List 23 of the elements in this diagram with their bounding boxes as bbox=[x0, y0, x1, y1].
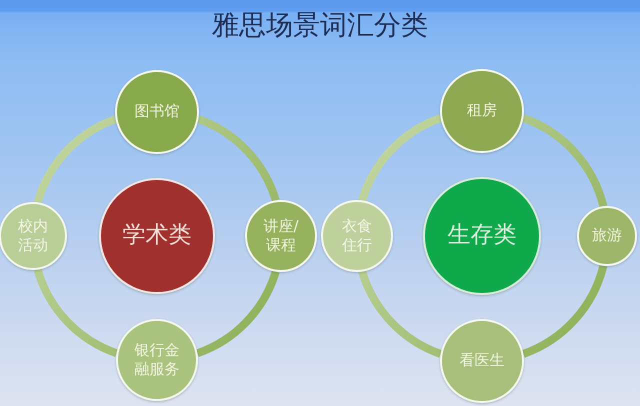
topic-label: 图书馆 bbox=[134, 102, 180, 122]
topic-circle bbox=[0, 202, 67, 270]
title: 雅思场景词汇分类 bbox=[212, 9, 428, 43]
topic-circle bbox=[577, 206, 637, 266]
category-label: 生存类 bbox=[446, 221, 518, 250]
topic-circle bbox=[321, 200, 393, 272]
ring-arc bbox=[34, 268, 118, 357]
topic-circle bbox=[245, 200, 317, 272]
ring-arc bbox=[522, 264, 608, 358]
category-label: 学术类 bbox=[122, 221, 192, 250]
ring-arc bbox=[34, 115, 118, 204]
ring-arc bbox=[196, 115, 280, 202]
topic-label: 讲座/课程 bbox=[262, 216, 300, 256]
topic-label: 银行金融服务 bbox=[134, 340, 180, 380]
ring-arc bbox=[522, 114, 608, 208]
topic-label: 衣食住行 bbox=[341, 216, 373, 256]
topic-label: 旅游 bbox=[591, 226, 623, 246]
topic-label: 看医生 bbox=[458, 351, 506, 371]
ring-arc bbox=[196, 270, 280, 357]
topic-label: 校内活动 bbox=[17, 216, 49, 256]
ring-arc bbox=[358, 270, 442, 358]
topic-label: 租房 bbox=[466, 101, 498, 121]
ring-arc bbox=[358, 114, 442, 202]
